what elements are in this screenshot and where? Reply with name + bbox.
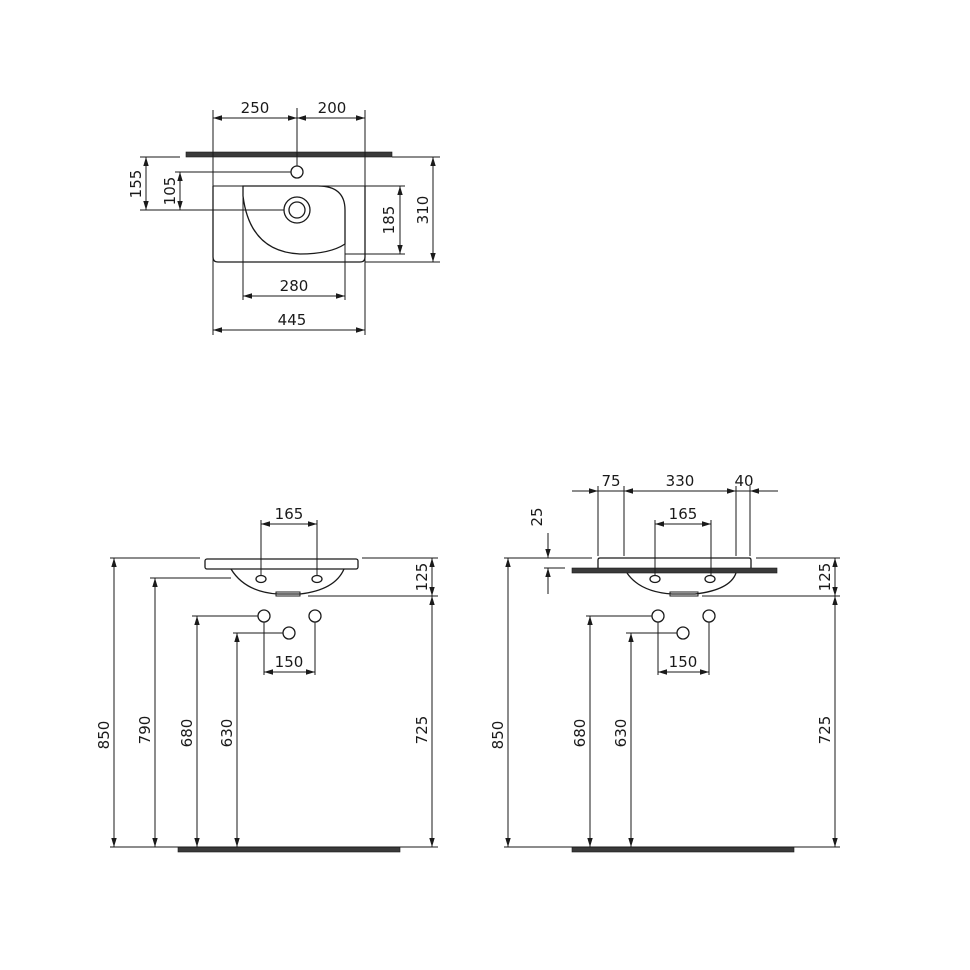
dim-725-front: 725 xyxy=(413,716,431,745)
dim-25-side: 25 xyxy=(528,507,546,526)
floor-side xyxy=(571,846,795,853)
dim-680-side: 680 xyxy=(571,719,589,748)
dim-630-side: 630 xyxy=(612,719,630,748)
dim-105: 105 xyxy=(161,177,179,206)
dim-330-side: 330 xyxy=(666,472,695,490)
drain-outer xyxy=(283,196,311,224)
dim-165-side: 165 xyxy=(669,505,698,523)
tap-hole-left xyxy=(255,574,267,584)
dim-75-side: 75 xyxy=(601,472,620,490)
dim-185: 185 xyxy=(380,206,398,235)
dim-40-side: 40 xyxy=(734,472,753,490)
side-view: 75 330 40 25 165 150 125 725 850 680 630 xyxy=(489,472,840,853)
drain-inner xyxy=(288,201,306,219)
dim-250: 250 xyxy=(241,99,270,117)
dim-850-front: 850 xyxy=(95,721,113,750)
dim-850-side: 850 xyxy=(489,721,507,750)
dim-150-side: 150 xyxy=(669,653,698,671)
tap-hole-right xyxy=(311,574,323,584)
tap-hole-right-side xyxy=(704,574,716,584)
dim-680-front: 680 xyxy=(178,719,196,748)
wall-top-view xyxy=(185,151,393,158)
supply-left-side xyxy=(651,609,665,623)
dim-200: 200 xyxy=(318,99,347,117)
countertop-side xyxy=(571,567,778,574)
dim-725-side: 725 xyxy=(816,716,834,745)
dim-310: 310 xyxy=(414,196,432,225)
front-view: 165 150 125 725 850 790 680 630 xyxy=(95,505,438,853)
dim-630-front: 630 xyxy=(218,719,236,748)
dim-125-front: 125 xyxy=(413,563,431,592)
waste-pipe xyxy=(282,626,296,640)
dim-150-front: 150 xyxy=(275,653,304,671)
top-view: 250 200 155 105 185 310 280 445 xyxy=(127,99,440,335)
drain-side xyxy=(669,591,699,597)
bowl-front xyxy=(230,568,345,595)
waste-pipe-side xyxy=(676,626,690,640)
dim-165-front: 165 xyxy=(275,505,304,523)
floor-front xyxy=(177,846,401,853)
rim-front xyxy=(204,558,359,570)
supply-right-side xyxy=(702,609,716,623)
dim-445: 445 xyxy=(278,311,307,329)
bowl-outline-top xyxy=(242,185,346,255)
rim-side xyxy=(597,557,752,568)
tap-hole-left-side xyxy=(649,574,661,584)
supply-left xyxy=(257,609,271,623)
dim-790-front: 790 xyxy=(136,716,154,745)
supply-right xyxy=(308,609,322,623)
bowl-side xyxy=(626,572,737,595)
drain-front xyxy=(275,591,301,597)
tap-hole xyxy=(290,165,304,179)
dim-155: 155 xyxy=(127,170,145,199)
dim-280: 280 xyxy=(280,277,309,295)
dim-125-side: 125 xyxy=(816,563,834,592)
